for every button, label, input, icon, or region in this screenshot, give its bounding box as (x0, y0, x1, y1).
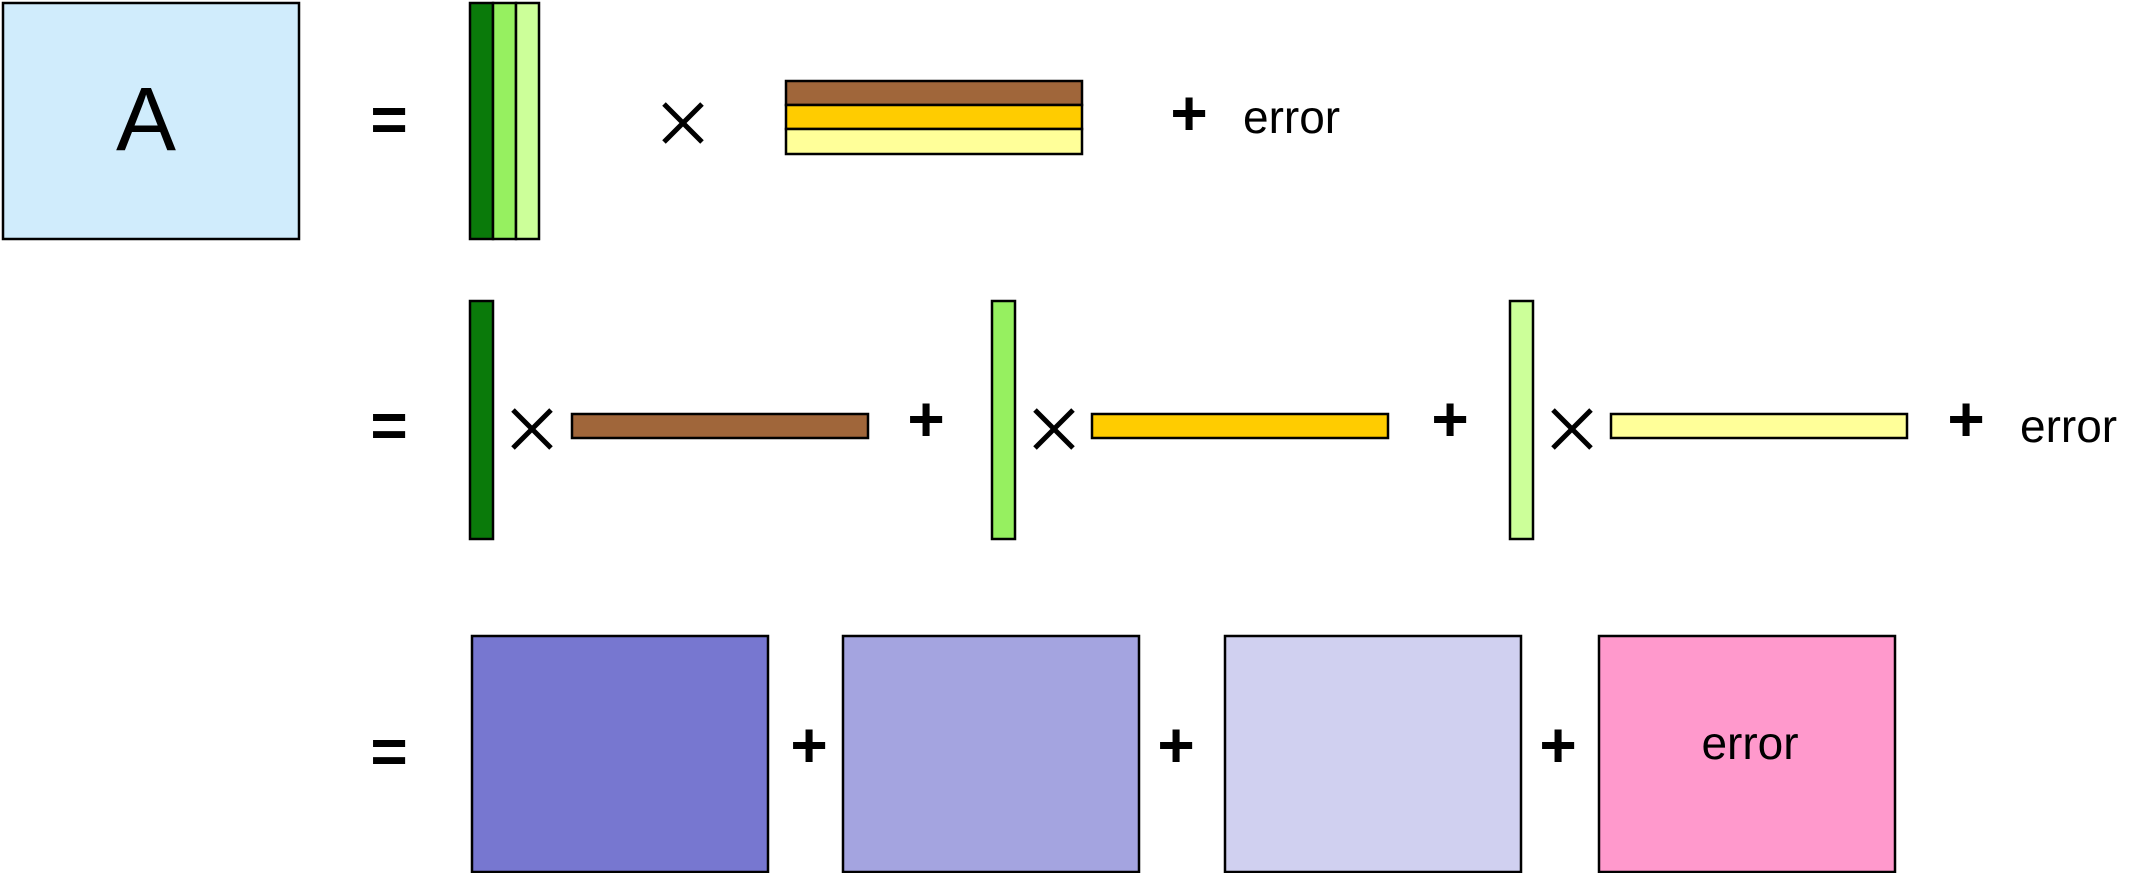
w-column-1 (468, 1, 495, 241)
rank-one-matrix-1 (470, 634, 770, 873)
h-row-2-vector (1090, 412, 1390, 440)
plus-sign-row3-c: + (1539, 709, 1576, 781)
plus-sign-row2-b: + (1431, 383, 1468, 455)
error-matrix-box (1597, 634, 1897, 873)
times-sign-term1 (511, 408, 553, 450)
h-row-2 (784, 103, 1084, 131)
plus-sign-row3-a: + (790, 709, 827, 781)
rank-one-matrix-2 (841, 634, 1141, 873)
h-row-3 (784, 127, 1084, 156)
w-column-2 (491, 1, 518, 241)
row-matrix-product-form: = + error (370, 1, 1340, 241)
factor-matrix-w (468, 1, 541, 241)
plus-sign-row2-a: + (907, 383, 944, 455)
row-rank-one-matrix-sum-form: = + + + error (370, 634, 1897, 873)
row-outer-product-sum-form: = + + + error (370, 299, 2117, 541)
rank-one-matrix-3 (1223, 634, 1523, 873)
equals-sign-row2: = (370, 389, 407, 461)
w-column-3-vector (1508, 299, 1535, 541)
w-column-2-vector (990, 299, 1017, 541)
error-label-row3: error (1701, 717, 1798, 769)
equals-sign-row3: = (370, 715, 407, 787)
h-row-1 (784, 79, 1084, 107)
h-row-3-vector (1609, 412, 1909, 440)
error-label-row2: error (2020, 400, 2117, 452)
times-sign-term3 (1551, 408, 1593, 450)
matrix-a-label: A (116, 70, 176, 170)
error-label-row1: error (1243, 91, 1340, 143)
h-row-1-vector (570, 412, 870, 440)
matrix-a: A (1, 1, 301, 241)
plus-sign-row2-c: + (1947, 383, 1984, 455)
times-sign-term2 (1033, 408, 1075, 450)
w-column-3 (514, 1, 541, 241)
plus-sign-row3-b: + (1157, 709, 1194, 781)
equals-sign-row1: = (370, 83, 407, 155)
w-column-1-vector (468, 299, 495, 541)
error-matrix: error (1597, 634, 1897, 873)
plus-sign-row1: + (1170, 77, 1207, 149)
times-sign-row1 (662, 102, 704, 144)
factor-matrix-h (784, 79, 1084, 156)
matrix-a-box (1, 1, 301, 241)
